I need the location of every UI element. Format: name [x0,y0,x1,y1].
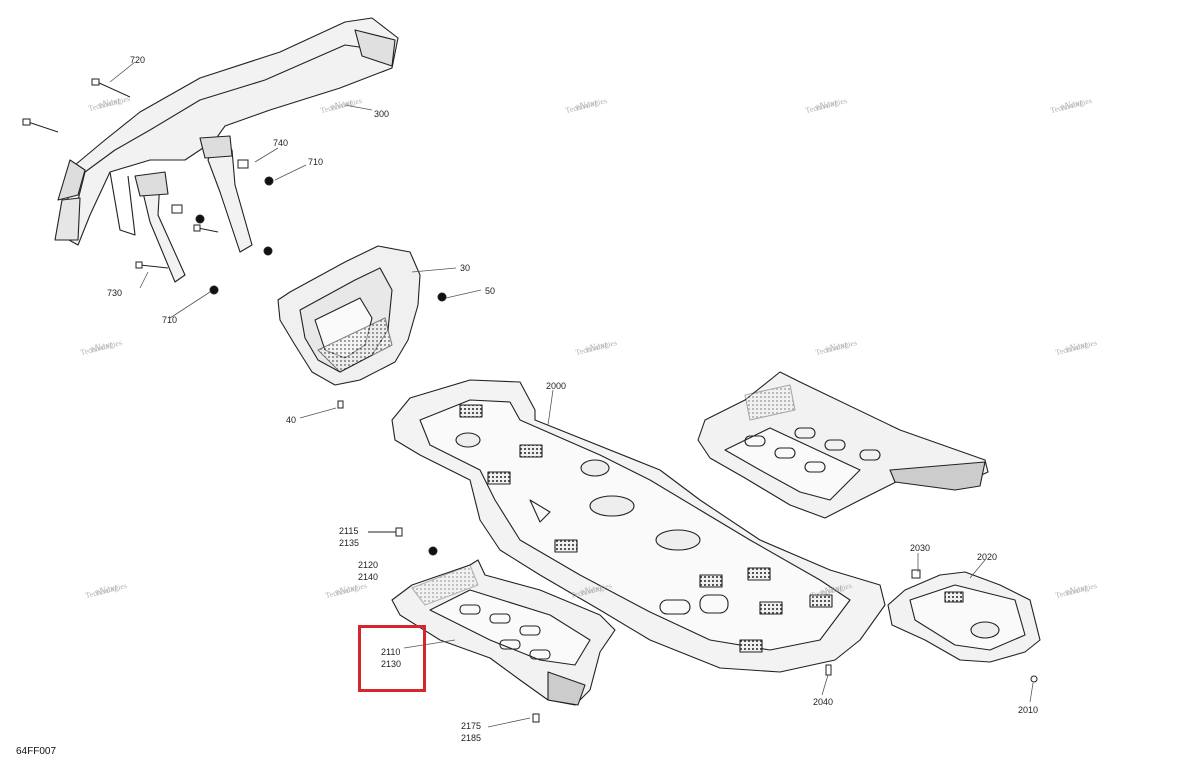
callout-730[interactable]: 730 [107,288,123,298]
highlight-box [358,625,426,692]
callout-300[interactable]: 300 [374,109,390,119]
center-skid-plate-part [391,379,886,673]
callout-2135[interactable]: 2135 [339,538,360,548]
skid-plate-bolt [337,400,344,409]
diagram-reference-code: 64FF007 [16,746,57,757]
left-plate-fasteners [368,527,540,723]
callout-2175[interactable]: 2175 [461,721,482,731]
callout-740[interactable]: 740 [273,138,289,148]
callout-710-upper[interactable]: 710 [308,157,324,167]
callout-2030[interactable]: 2030 [910,543,931,553]
callout-2000[interactable]: 2000 [546,381,567,391]
floor-screw [825,664,832,676]
callout-50[interactable]: 50 [485,286,496,296]
callout-2185[interactable]: 2185 [461,733,482,743]
callout-2120[interactable]: 2120 [358,560,379,570]
rear-skid-plate-part [887,571,1041,663]
callout-40[interactable]: 40 [286,415,297,425]
left-rocker-plate-part [391,559,616,706]
right-rocker-plate-part [697,371,989,519]
callout-720[interactable]: 720 [130,55,146,65]
callout-710-lower[interactable]: 710 [162,315,178,325]
callout-2140[interactable]: 2140 [358,572,379,582]
callout-2115[interactable]: 2115 [339,526,359,536]
callout-2130[interactable]: 2130 [381,659,402,669]
callout-2110[interactable]: 2110 [381,647,401,657]
callout-30[interactable]: 30 [460,263,471,273]
front-bumper-part [54,17,399,283]
rear-plate-fasteners [911,569,1038,683]
callout-2020[interactable]: 2020 [977,552,998,562]
front-skid-plate-part [277,245,421,386]
bumper-fasteners [22,78,447,302]
callout-2010[interactable]: 2010 [1018,705,1039,715]
leader-lines [109,61,1034,728]
callout-2040[interactable]: 2040 [813,697,834,707]
